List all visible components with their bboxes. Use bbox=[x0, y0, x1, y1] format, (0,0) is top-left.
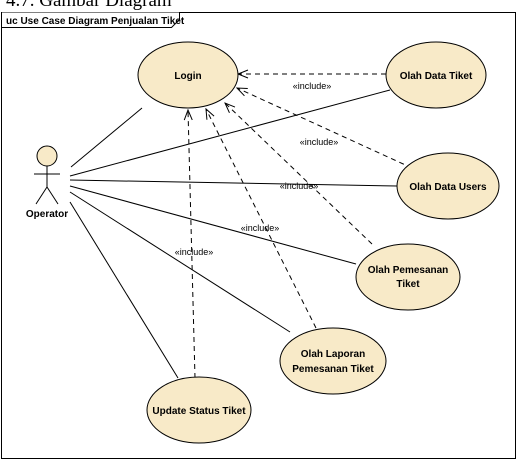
include-olah-pemesanan bbox=[225, 103, 373, 245]
use-case-olah-data-users-label: Olah Data Users bbox=[409, 182, 487, 193]
assoc-olah-data-tiket bbox=[69, 89, 391, 177]
include-label-olah-laporan: «include» bbox=[241, 223, 280, 233]
include-olah-laporan bbox=[206, 109, 317, 329]
assoc-olah-pemesanan bbox=[69, 185, 357, 265]
actor-label: Operator bbox=[26, 209, 68, 220]
include-relationships bbox=[188, 74, 413, 379]
use-case-olah-laporan-line2: Pemesanan Tiket bbox=[292, 364, 374, 375]
include-label-olah-pemesanan: «include» bbox=[280, 181, 319, 191]
use-case-olah-laporan-line1: Olah Laporan bbox=[301, 349, 365, 360]
associations bbox=[69, 89, 398, 379]
use-case-olah-data-users[interactable]: Olah Data Users bbox=[396, 152, 500, 220]
frame-title: uc Use Case Diagram Penjualan Tiket bbox=[6, 16, 185, 27]
assoc-login bbox=[70, 107, 143, 168]
frame-title-tab bbox=[1, 12, 180, 28]
use-case-olah-data-tiket[interactable]: Olah Data Tiket bbox=[385, 41, 487, 109]
use-case-update-status-label: Update Status Tiket bbox=[152, 406, 246, 417]
use-case-login[interactable]: Login bbox=[137, 41, 239, 109]
assoc-olah-data-users bbox=[69, 179, 398, 187]
diagram-caption: 4.7. Gambar Diagram bbox=[6, 0, 172, 11]
include-label-olah-data-tiket: «include» bbox=[293, 81, 332, 91]
use-case-update-status-tiket[interactable]: Update Status Tiket bbox=[146, 376, 252, 444]
assoc-update-status bbox=[69, 201, 179, 379]
include-update-status bbox=[188, 110, 196, 379]
include-label-update-status: «include» bbox=[175, 247, 214, 257]
use-case-olah-pemesanan-line1: Olah Pemesanan bbox=[368, 265, 449, 276]
actor-right-leg bbox=[46, 186, 59, 205]
include-label-olah-data-users: «include» bbox=[300, 137, 339, 147]
use-case-login-label: Login bbox=[174, 71, 201, 82]
use-case-olah-laporan[interactable]: Olah Laporan Pemesanan Tiket bbox=[279, 327, 387, 395]
actor-left-leg bbox=[35, 186, 48, 205]
use-case-olah-pemesanan-line2: Tiket bbox=[396, 279, 420, 290]
actor-head bbox=[36, 145, 58, 167]
assoc-olah-laporan bbox=[69, 191, 291, 333]
use-case-olah-pemesanan-tiket[interactable]: Olah Pemesanan Tiket bbox=[355, 243, 461, 311]
include-olah-data-users bbox=[237, 88, 413, 169]
actor-operator[interactable]: Operator bbox=[26, 145, 68, 220]
use-case-olah-data-tiket-label: Olah Data Tiket bbox=[400, 71, 473, 82]
